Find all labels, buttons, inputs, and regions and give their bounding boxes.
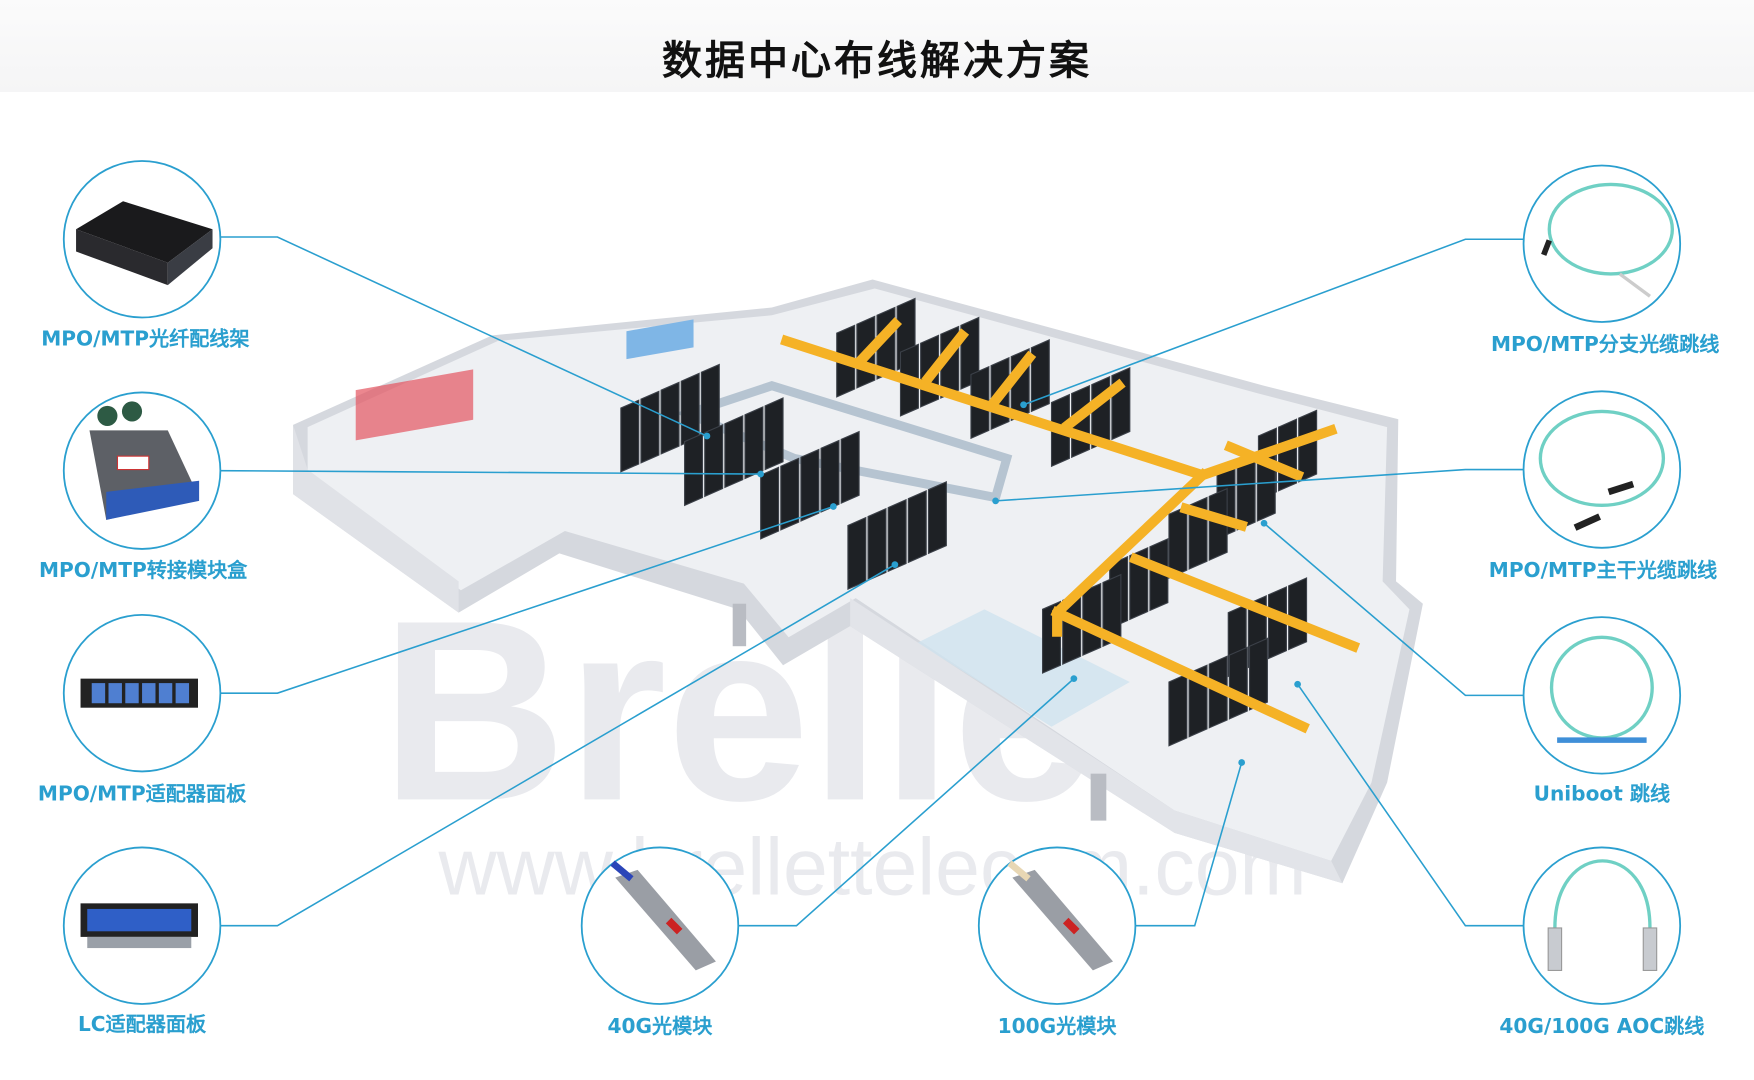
cassette-icon (89, 401, 200, 520)
label-mpo-adapter-panel: MPO/MTP适配器面板 (38, 782, 247, 806)
server-rack (800, 448, 820, 522)
door (1090, 773, 1107, 821)
leader-line (995, 468, 1524, 502)
lc-panel-icon (80, 903, 198, 949)
leader-line (220, 505, 834, 694)
product-circle (1522, 390, 1682, 549)
leader-line (1263, 522, 1524, 697)
leader-dot (891, 561, 899, 568)
leader-dot (703, 432, 711, 440)
label-mpo-cassette: MPO/MTP转接模块盒 (39, 558, 248, 582)
server-rack (847, 516, 867, 591)
leader-dot (992, 497, 999, 505)
server-rack (927, 481, 947, 555)
leader-dot (1260, 519, 1268, 527)
watermark-url: www.brellettelecom.com (437, 822, 1306, 912)
server-rack (640, 390, 660, 464)
glass-corridor (917, 609, 1130, 727)
cable-trays (780, 317, 1361, 734)
server-rack (1030, 339, 1050, 413)
server-rack (1208, 487, 1228, 561)
server-rack (840, 430, 860, 504)
server-rack (1082, 582, 1102, 657)
label-40g-module: 40G光模块 (608, 1014, 714, 1038)
server-rack (704, 423, 724, 498)
server-rack (1111, 366, 1131, 441)
leader-dots (703, 401, 1301, 766)
server-rack (1267, 586, 1287, 660)
transceiver-100g-icon (1007, 860, 1114, 971)
label-100g-module: 100G光模块 (998, 1014, 1118, 1038)
cable-tray-branch (854, 317, 1126, 432)
leader-line (1296, 683, 1524, 927)
aoc-cable-icon (1547, 859, 1658, 971)
server-rack (724, 415, 744, 489)
server-rack (680, 372, 700, 446)
server-rack (887, 498, 907, 573)
leader-line (1135, 762, 1243, 927)
leader-line (220, 563, 896, 927)
server-rack (764, 397, 784, 471)
server-rack (907, 489, 927, 564)
leader-line (738, 678, 1075, 927)
server-rack (1248, 637, 1268, 711)
label-aoc: 40G/100G AOC跳线 (1499, 1014, 1704, 1038)
leader-line (220, 469, 761, 475)
product-circle (1522, 164, 1682, 323)
title-bar (0, 0, 1754, 92)
server-rack (620, 399, 640, 473)
label-lc-adapter-panel: LC适配器面板 (78, 1012, 207, 1036)
product-circle (1522, 616, 1682, 775)
leader-dot (830, 503, 837, 510)
server-rack (1228, 646, 1248, 720)
label-mpo-patch-panel: MPO/MTP光纤配线架 (41, 326, 249, 350)
leader-line (220, 236, 708, 437)
adapter-panel-icon (80, 678, 198, 708)
label-mpo-trunk: MPO/MTP主干光缆跳线 (1489, 558, 1717, 582)
server-rack (1149, 538, 1169, 612)
server-rack (1278, 418, 1298, 492)
server-rack (684, 432, 704, 507)
leader-lines (220, 236, 1524, 927)
server-rack (780, 457, 800, 531)
leader-dot (1238, 759, 1246, 766)
server-rack (1168, 673, 1188, 747)
server-rack (760, 466, 780, 540)
server-rack (1288, 577, 1308, 651)
server-rack (820, 439, 840, 513)
uniboot-cable-icon (1549, 635, 1654, 743)
server-rack (700, 363, 720, 437)
leader-dot (1020, 401, 1027, 409)
label-uniboot: Uniboot 跳线 (1534, 782, 1670, 806)
server-rack (744, 406, 764, 480)
patch-panel-icon (76, 201, 213, 286)
server-rack (867, 507, 887, 582)
video-wall (355, 369, 474, 441)
server-rack (1168, 505, 1188, 579)
door (732, 603, 747, 647)
trunk-cable-icon (1538, 409, 1666, 531)
server-rack (1236, 457, 1256, 531)
label-mpo-breakout: MPO/MTP分支光缆跳线 (1491, 332, 1719, 356)
server-rack (1298, 409, 1318, 483)
cable-tray-branch (1050, 440, 1361, 734)
leader-dot (1294, 680, 1301, 688)
page-title: 数据中心布线解决方案 (662, 38, 1092, 84)
leader-dot (757, 470, 765, 478)
monitor-screen (626, 319, 694, 360)
transceiver-40g-icon (610, 860, 716, 971)
product-circle (1522, 846, 1682, 1005)
leader-line (1023, 238, 1524, 406)
outer-wall-left (293, 424, 459, 613)
leader-dot (1070, 675, 1078, 682)
outer-wall-front (850, 598, 1343, 884)
breakout-cable-icon (1541, 182, 1675, 298)
